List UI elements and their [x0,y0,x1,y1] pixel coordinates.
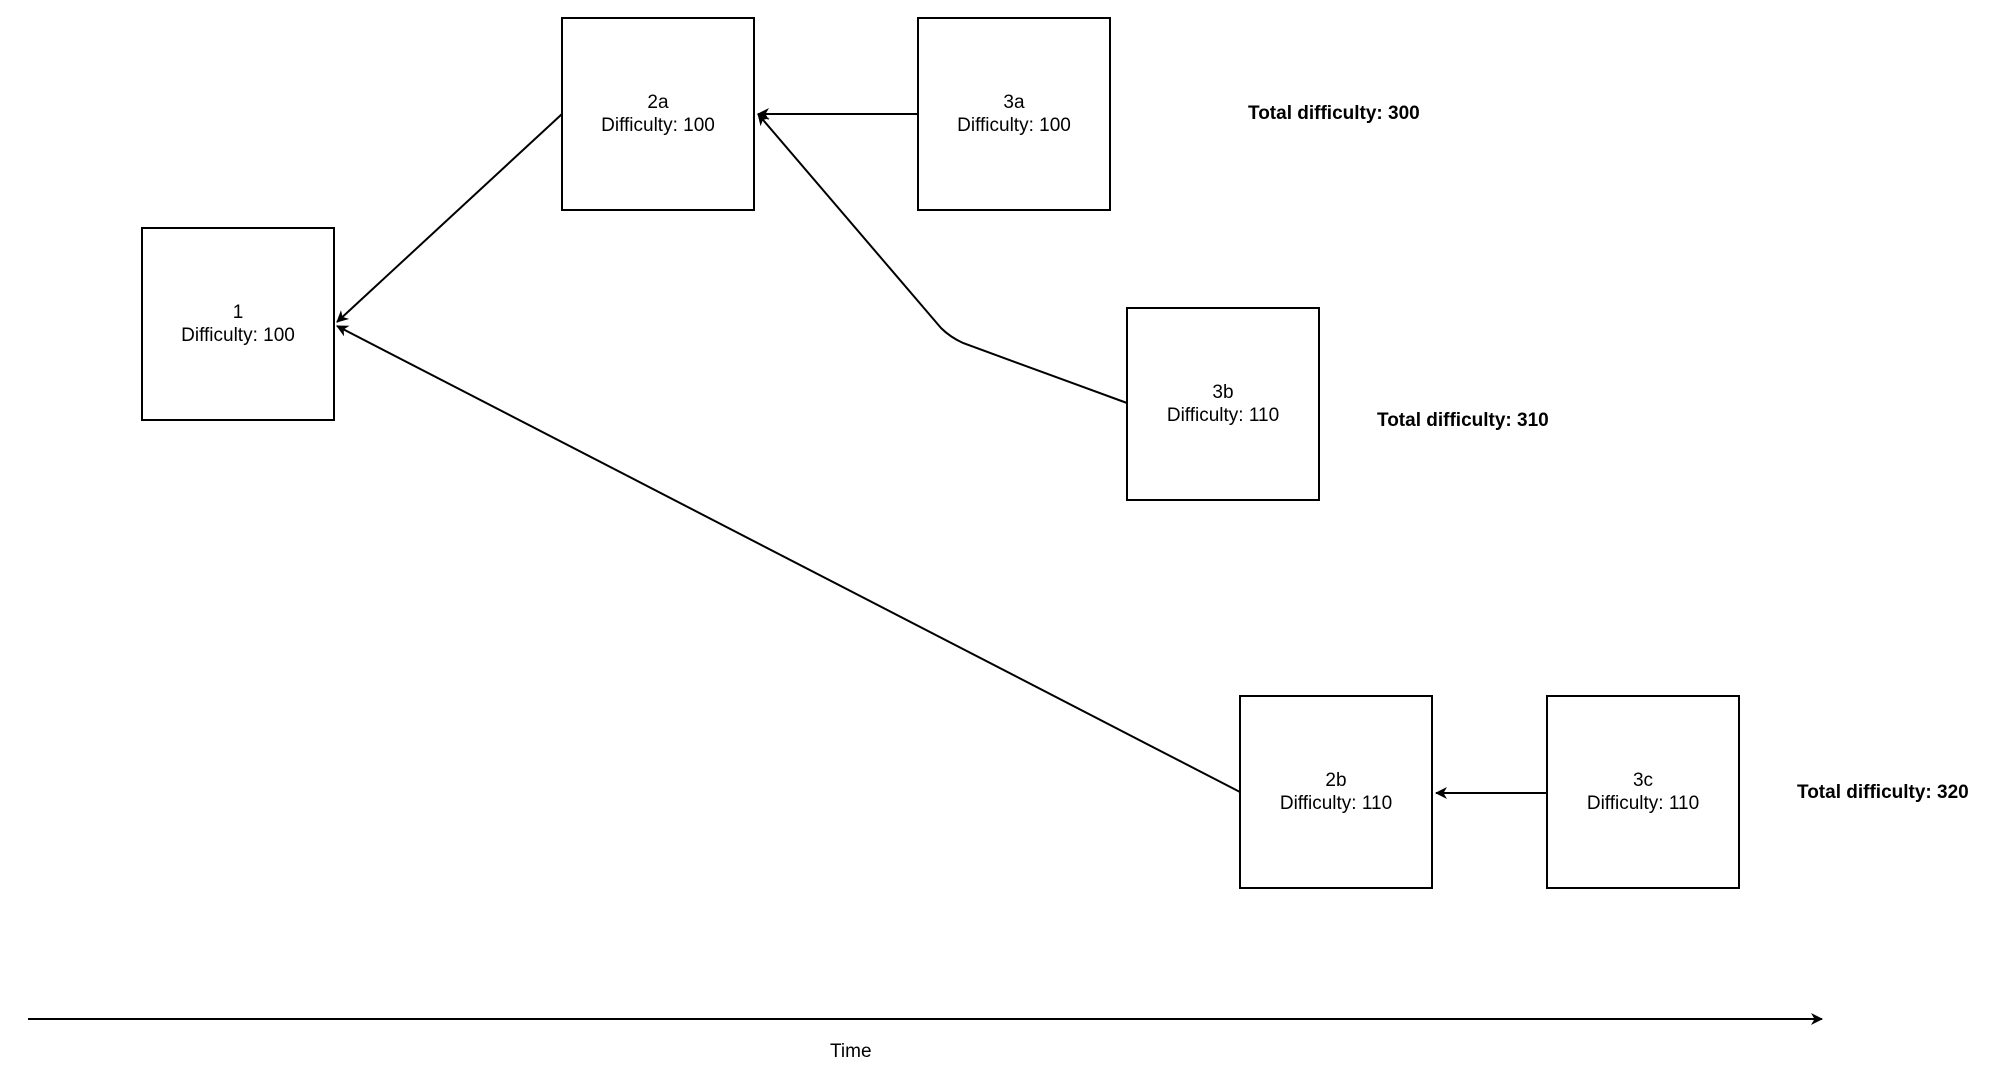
block-2b-difficulty: Difficulty: 110 [1279,793,1393,814]
total-difficulty-chain-c: Total difficulty: 320 [1797,782,1969,803]
block-3a: 3a Difficulty: 100 [917,17,1111,211]
block-3b: 3b Difficulty: 110 [1126,307,1320,501]
block-3b-difficulty: Difficulty: 110 [1166,405,1280,426]
block-2a-id: 2a [647,92,669,113]
block-2b: 2b Difficulty: 110 [1239,695,1433,889]
link-2b-to-1 [336,325,1241,793]
block-3c-id: 3c [1632,770,1654,791]
block-2a: 2a Difficulty: 100 [561,17,755,211]
block-2a-difficulty: Difficulty: 100 [601,115,715,136]
block-3c: 3c Difficulty: 110 [1546,695,1740,889]
block-1-difficulty: Difficulty: 100 [181,325,295,346]
block-2b-id: 2b [1325,770,1347,791]
total-difficulty-chain-b: Total difficulty: 310 [1377,410,1549,431]
block-1-id: 1 [232,302,244,323]
link-2a-to-1 [336,113,563,323]
block-3a-difficulty: Difficulty: 100 [957,115,1071,136]
total-difficulty-chain-a: Total difficulty: 300 [1248,103,1420,124]
block-3c-difficulty: Difficulty: 110 [1586,793,1700,814]
block-3b-id: 3b [1212,382,1234,403]
link-3b-to-2a [757,113,1128,404]
block-3a-id: 3a [1003,92,1025,113]
time-axis-label: Time [830,1041,872,1062]
block-1: 1 Difficulty: 100 [141,227,335,421]
